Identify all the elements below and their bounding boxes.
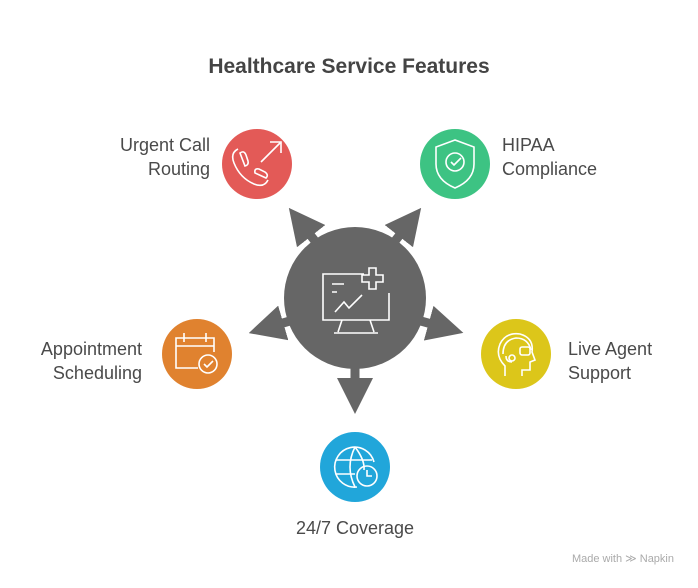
footer-attribution: Made with ≫ Napkin — [572, 552, 674, 565]
urgent-call-circle — [222, 129, 292, 199]
center-circle — [284, 227, 426, 369]
label-line: Live Agent — [568, 339, 653, 359]
napkin-logo-icon: ≫ — [625, 553, 637, 565]
brand-text: Napkin — [639, 553, 674, 565]
feature-label-coverage: 24/7 Coverage — [295, 518, 415, 538]
label-line: Scheduling — [52, 363, 142, 383]
feature-label-live-agent: Live Agent Support — [568, 337, 688, 385]
made-with-text: Made with — [571, 553, 623, 565]
label-line: HIPAA — [502, 135, 555, 155]
feature-label-hipaa: HIPAA Compliance — [502, 133, 652, 181]
label-line: Appointment — [40, 339, 142, 359]
feature-label-urgent-call: Urgent Call Routing — [80, 133, 210, 181]
diagram-title: Healthcare Service Features — [208, 55, 490, 78]
monitor-medical-chart-icon — [322, 267, 390, 334]
feature-label-appointment: Appointment Scheduling — [10, 337, 142, 385]
label-line: Routing — [147, 159, 210, 179]
globe-clock-icon — [333, 446, 378, 488]
coverage-circle — [320, 432, 390, 502]
shield-check-icon — [435, 139, 475, 189]
label-line: Support — [568, 363, 632, 383]
label-line: Compliance — [502, 159, 598, 179]
phone-arrow-icon — [231, 141, 282, 187]
appointment-circle — [162, 319, 232, 389]
live-agent-circle — [481, 319, 551, 389]
calendar-check-icon — [175, 333, 218, 374]
headset-agent-icon — [497, 332, 537, 376]
label-line: Urgent Call — [119, 135, 210, 155]
